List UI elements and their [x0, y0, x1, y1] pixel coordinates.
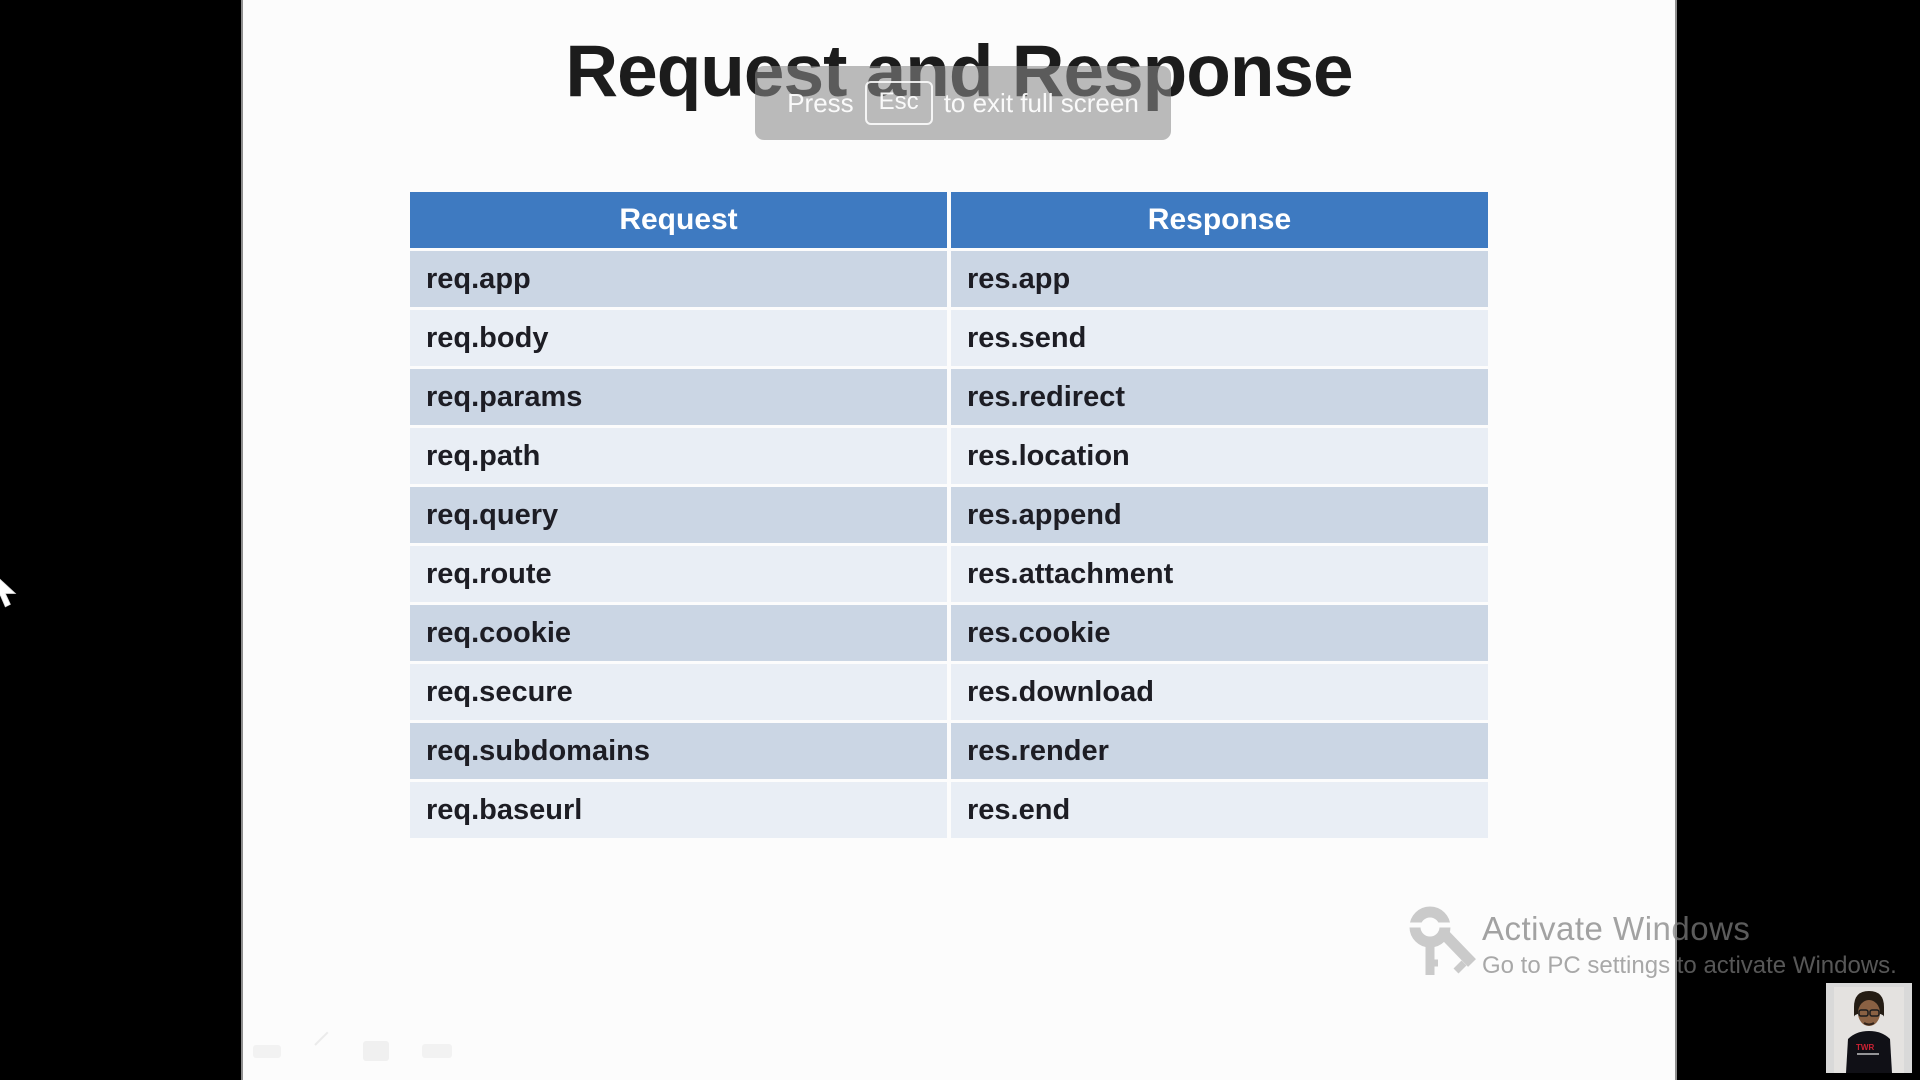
table-cell: req.route — [410, 546, 947, 602]
table-cell: res.render — [951, 723, 1488, 779]
table-cell: res.end — [951, 782, 1488, 838]
table-cell: req.params — [410, 369, 947, 425]
esc-key-badge: Esc — [864, 81, 933, 125]
table-cell: res.app — [951, 251, 1488, 307]
table-cell: req.query — [410, 487, 947, 543]
response-column-header: Response — [951, 192, 1488, 248]
fullscreen-exit-toast: Press Esc to exit full screen — [755, 66, 1171, 140]
table-cell: req.subdomains — [410, 723, 947, 779]
activate-windows-text: Activate Windows — [1482, 910, 1751, 947]
table-cell: res.send — [951, 310, 1488, 366]
slide-navigator-icon[interactable] — [363, 1041, 389, 1061]
presenter-figure: TWR — [1826, 983, 1912, 1073]
table-cell: res.location — [951, 428, 1488, 484]
more-options-icon[interactable] — [422, 1044, 452, 1058]
windows-activation-key-icon — [1408, 906, 1476, 975]
table-cell: req.body — [410, 310, 947, 366]
table-cell: res.redirect — [951, 369, 1488, 425]
table-header-row: Request Response — [410, 192, 1488, 248]
mouse-cursor-icon — [0, 578, 17, 608]
toast-press-label: Press — [787, 87, 854, 118]
table-cell: req.app — [410, 251, 947, 307]
table-cell: req.cookie — [410, 605, 947, 661]
pen-tool-icon[interactable] — [314, 1043, 330, 1059]
presenter-webcam-video: TWR — [1826, 983, 1912, 1073]
toast-suffix-label: to exit full screen — [943, 87, 1139, 118]
presenter-controls — [253, 1040, 452, 1062]
table-cell: res.attachment — [951, 546, 1488, 602]
svg-text:TWR: TWR — [1856, 1043, 1874, 1052]
slide-content-area: Request and Response Press Esc to exit f… — [241, 0, 1677, 1080]
table-cell: req.baseurl — [410, 782, 947, 838]
table-cell: req.path — [410, 428, 947, 484]
table-cell: res.cookie — [951, 605, 1488, 661]
request-column-header: Request — [410, 192, 947, 248]
table-cell: res.append — [951, 487, 1488, 543]
table-cell: req.secure — [410, 664, 947, 720]
prev-slide-icon[interactable] — [253, 1044, 281, 1058]
table-cell: res.download — [951, 664, 1488, 720]
activate-windows-subtext: Go to PC settings to activate Windows. — [1482, 952, 1897, 979]
